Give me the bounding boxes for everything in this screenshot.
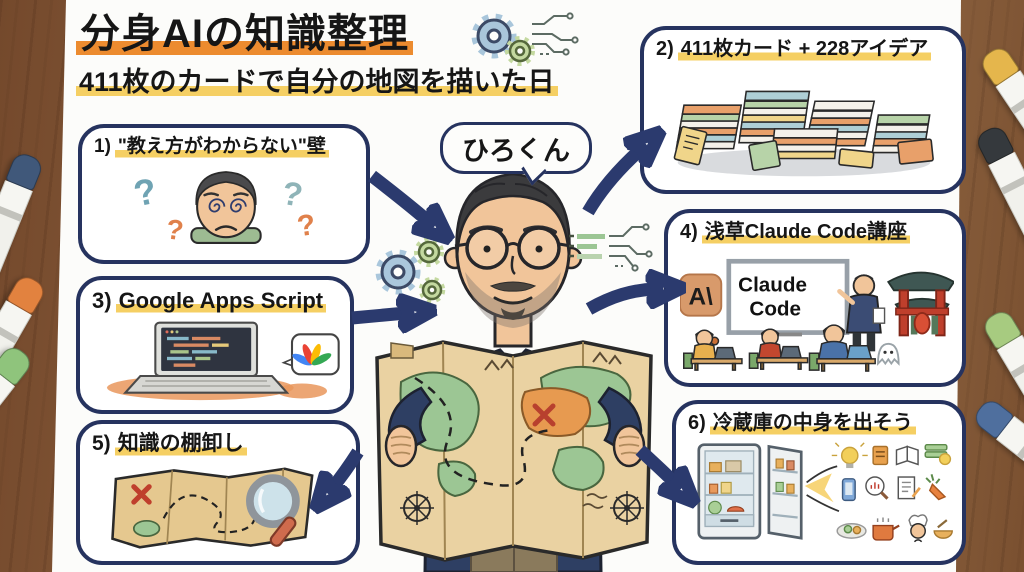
- flow-curve: [806, 465, 840, 513]
- phone-icon: [841, 478, 856, 502]
- box2-number: 2): [656, 38, 674, 60]
- gear-icon: [471, 13, 535, 66]
- student-figure: [683, 324, 876, 372]
- gear-icon: [375, 237, 446, 304]
- code-lines: [167, 337, 229, 368]
- box1-label-text: "教え方がわからない"壁: [114, 136, 329, 158]
- refrigerator-illustration: [697, 442, 953, 543]
- box3-label-text: Google Apps Script: [115, 288, 327, 314]
- avatar-hirokun: [375, 172, 653, 572]
- info-box-4: 4)浅草Claude Code講座 A\ Claude Code: [664, 209, 966, 387]
- burst-shape: [804, 473, 834, 503]
- server-coin-icon: [924, 443, 952, 466]
- carrot-icon: [925, 474, 947, 501]
- info-box-5: 5)知識の棚卸し: [76, 420, 360, 565]
- box3-label: 3)Google Apps Script: [92, 288, 338, 314]
- box4-label-text: 浅草Claude Code講座: [701, 221, 911, 244]
- speech-bubble-text: ひろくん: [462, 135, 570, 166]
- map-magnifier-illustration: [111, 467, 314, 549]
- notebook-icon: [872, 445, 889, 466]
- avatar-arms: [384, 386, 646, 468]
- box6-label: 6)冷蔵庫の中身を出そう: [688, 412, 950, 435]
- svg-text:A\: A\: [688, 283, 713, 310]
- svg-text:?: ?: [279, 174, 305, 214]
- info-box-1: 1)"教え方がわからない"壁 ? ? ? ?: [78, 124, 370, 264]
- box5-label-text: 知識の棚卸し: [114, 432, 247, 457]
- box6-number: 6): [688, 412, 706, 434]
- compass-rose-icon: [400, 491, 644, 525]
- box4-label: 4)浅草Claude Code講座: [680, 221, 950, 244]
- box2-label-text: 411枚カード + 228アイデア: [677, 38, 932, 61]
- magnifying-glass-icon: [246, 474, 300, 547]
- laptop-illustration: [107, 321, 340, 401]
- teacher-figure: [837, 274, 886, 352]
- bowl-icon: [933, 519, 953, 539]
- whiteboard: Claude Code: [726, 258, 850, 337]
- page-subtitle: 411枚のカードで自分の地図を描いた日: [76, 60, 558, 99]
- fridge-icon: [697, 443, 762, 540]
- document-pencil-icon: [897, 476, 921, 500]
- svg-text:?: ?: [130, 170, 160, 215]
- box6-label-text: 冷蔵庫の中身を出そう: [709, 412, 916, 435]
- svg-text:Code: Code: [749, 298, 801, 321]
- header: 分身AIの知識整理 411枚のカードで自分の地図を描いた日: [76, 12, 558, 99]
- box1-number: 1): [94, 136, 111, 157]
- info-box-6: 6)冷蔵庫の中身を出そう: [672, 400, 966, 565]
- circuit-icon: [532, 12, 579, 56]
- magnifier-chart-icon: [865, 476, 889, 500]
- apps-script-logo-icon: [292, 344, 332, 366]
- box5-label: 5)知識の棚卸し: [92, 432, 344, 457]
- anthropic-logo-icon: A\: [680, 273, 723, 317]
- laptop-icon: [122, 321, 290, 395]
- info-box-3: 3)Google Apps Script: [76, 276, 354, 414]
- confused-face: [190, 171, 262, 244]
- ghost-icon: [877, 342, 900, 366]
- idea-icons-grid: [831, 442, 953, 543]
- plate-icon: [836, 523, 867, 539]
- card-piles-illustration: [673, 90, 934, 177]
- treasure-map-large: [375, 340, 653, 562]
- chef-icon: [908, 514, 928, 543]
- lightbulb-icon: [831, 442, 868, 469]
- loose-card: [673, 125, 934, 172]
- svg-text:?: ?: [295, 208, 318, 243]
- classroom-illustration: A\ Claude Code: [680, 258, 954, 372]
- gears-and-circuit-icon: [471, 12, 579, 66]
- box1-label: 1)"教え方がわからない"壁: [94, 136, 354, 158]
- confused-man-illustration: ? ? ? ?: [130, 170, 318, 247]
- speech-bubble: ひろくん: [440, 122, 592, 174]
- open-book-icon: [895, 445, 919, 466]
- kaminarimon-gate-icon: [886, 271, 954, 337]
- map-flag: [390, 342, 414, 359]
- card-stack: [675, 90, 931, 160]
- svg-text:?: ?: [164, 213, 185, 246]
- circuit-icon: [569, 223, 653, 272]
- page-subtitle-text: 411枚のカードで自分の地図を描いた日: [76, 67, 558, 97]
- avatar-head: [443, 172, 583, 328]
- fridge-door-open: [767, 444, 803, 540]
- apps-script-logo-bubble: [281, 333, 340, 376]
- box4-number: 4): [680, 221, 698, 243]
- page-title: 分身AIの知識整理: [76, 12, 558, 56]
- info-box-2: 2)411枚カード + 228アイデア: [640, 26, 966, 194]
- svg-text:Claude: Claude: [738, 273, 807, 296]
- box3-number: 3): [92, 288, 112, 313]
- box5-number: 5): [92, 432, 111, 455]
- spiral-eye: [208, 198, 247, 213]
- page-title-text: 分身AIの知識整理: [76, 12, 413, 56]
- pot-icon: [872, 517, 900, 541]
- box2-label: 2)411枚カード + 228アイデア: [656, 38, 950, 61]
